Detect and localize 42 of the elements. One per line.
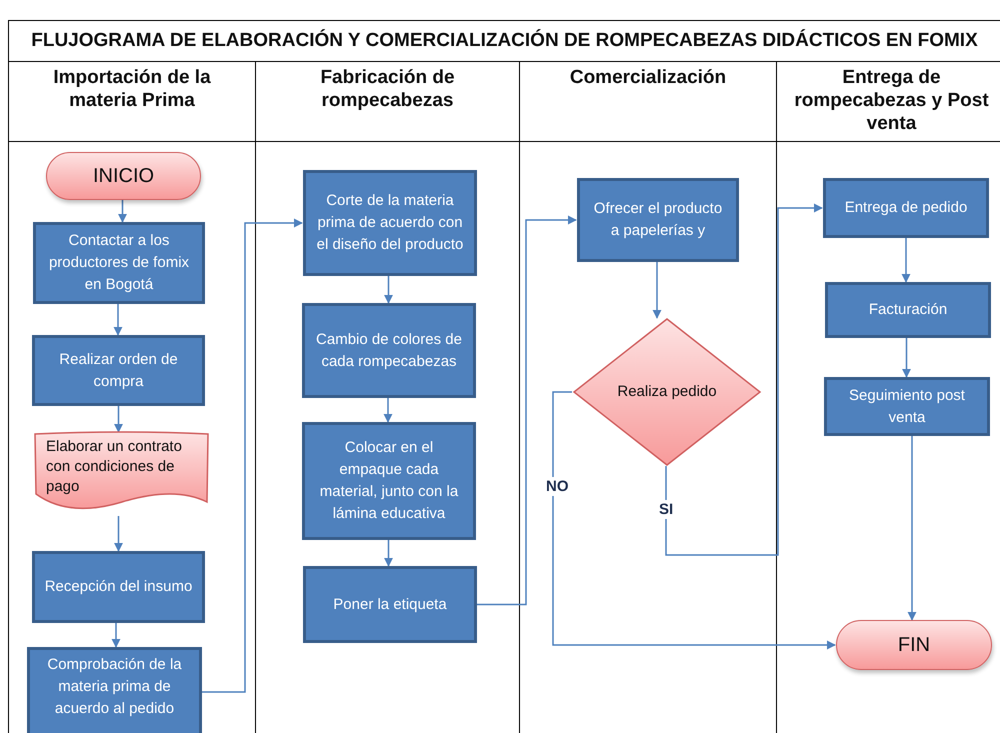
arrow — [114, 516, 123, 552]
arrow — [652, 262, 662, 319]
lane-header: Fabricación de rompecabezas — [256, 62, 519, 142]
arrow — [908, 436, 916, 621]
arrow — [665, 204, 823, 556]
swimlane — [8, 62, 255, 733]
lane-header: Entrega de rompecabezas y Post venta — [777, 62, 1000, 142]
edge-label: SI — [657, 500, 676, 519]
process-box: Cambio de colores de cada rompecabezas — [302, 303, 476, 398]
process-box: Recepción del insumo — [32, 551, 205, 623]
arrow — [384, 540, 393, 567]
process-box: Realizar orden de compra — [32, 335, 205, 406]
diagram-title: FLUJOGRAMA DE ELABORACIÓN Y COMERCIALIZACIÓN DE ROMPECABEZAS DIDÁCTICOS EN FOMIX — [8, 20, 1000, 62]
decision-diamond: Realiza pedido — [573, 318, 761, 466]
arrow — [384, 398, 392, 423]
process-box: Contactar a los productores de fomix en Bogotá — [33, 222, 205, 304]
arrow — [114, 304, 122, 336]
terminal-shape: FIN — [836, 620, 992, 670]
process-box: Poner la etiqueta — [303, 566, 477, 643]
process-box: Ofrecer el producto a papelerías y — [577, 178, 739, 262]
arrow — [112, 623, 120, 648]
lane-header: Importación de la materia Prima — [9, 62, 255, 142]
process-box: Colocar en el empaque cada material, junto con la lámina educativa — [302, 422, 476, 540]
arrow — [902, 238, 910, 283]
arrow — [114, 406, 123, 433]
arrow — [902, 338, 911, 378]
arrow — [552, 391, 836, 650]
swimlane — [776, 62, 1000, 733]
terminal-shape: INICIO — [46, 152, 201, 200]
process-box: Comprobación de la materia prima de acuerdo al pedido — [27, 647, 202, 733]
edge-label: NO — [544, 477, 570, 496]
arrow — [476, 216, 577, 606]
process-box: Corte de la materia prima de acuerdo con el diseño del producto — [303, 170, 477, 276]
swimlane — [255, 62, 519, 733]
process-box: Entrega de pedido — [823, 178, 989, 238]
arrow — [118, 200, 127, 223]
process-box: Facturación — [825, 282, 991, 338]
lane-header: Comercialización — [520, 62, 776, 142]
process-box: Seguimiento post venta — [824, 377, 990, 436]
swimlane — [519, 62, 776, 733]
arrow — [201, 218, 303, 693]
arrow — [384, 276, 393, 304]
